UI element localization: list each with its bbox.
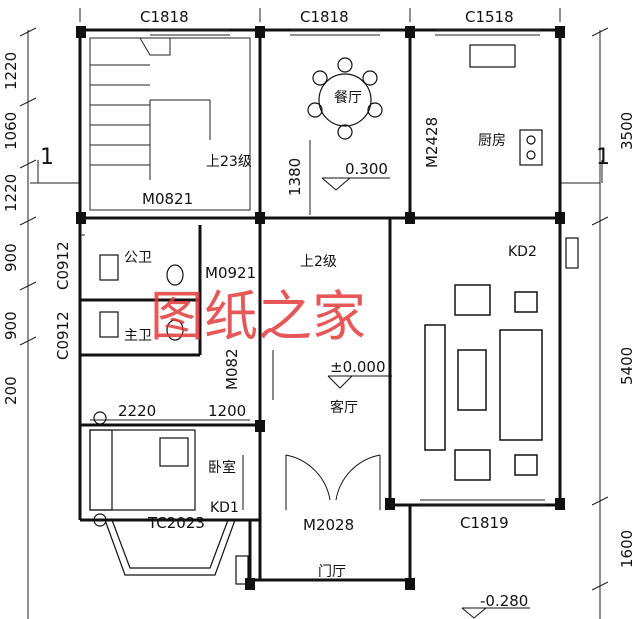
columns bbox=[76, 26, 565, 590]
window-label-c0912-b: C0912 bbox=[54, 311, 72, 360]
section-mark-left: 1 bbox=[40, 145, 54, 170]
kitchen-fixtures bbox=[469, 44, 543, 166]
windows bbox=[80, 29, 545, 506]
room-label-foyer: 门厅 bbox=[318, 564, 346, 580]
elevation-dining: 0.300 bbox=[345, 160, 388, 178]
dim-right-5400: 5400 bbox=[618, 347, 636, 385]
box-label-kd1: KD1 bbox=[210, 500, 239, 516]
dim-right-3500: 3500 bbox=[618, 112, 636, 150]
room-label-living: 客厅 bbox=[330, 399, 358, 416]
room-label-kitchen: 厨房 bbox=[478, 133, 506, 149]
elevation-marks bbox=[321, 177, 530, 619]
dimension-lines bbox=[19, 8, 609, 619]
window-label-c0912-a: C0912 bbox=[54, 241, 72, 290]
door-label-m2428: M2428 bbox=[423, 117, 441, 168]
window-label-top-mid: C1818 bbox=[300, 8, 349, 26]
room-label-master-wc: 主卫 bbox=[124, 328, 152, 344]
door-label-m082: M082 bbox=[223, 348, 241, 390]
box-label-kd2: KD2 bbox=[508, 244, 537, 260]
dim-left-1220-bot: 1220 bbox=[2, 174, 20, 212]
room-label-dining: 餐厅 bbox=[334, 90, 362, 106]
dim-2220: 2220 bbox=[118, 402, 156, 420]
bathroom-fixtures bbox=[99, 254, 184, 341]
dim-right-1600: 1600 bbox=[618, 530, 636, 568]
door-label-m2028: M2028 bbox=[303, 516, 354, 534]
window-label-top-left: C1818 bbox=[140, 8, 189, 26]
dim-1380: 1380 bbox=[286, 158, 304, 196]
dim-left-200: 200 bbox=[2, 376, 20, 405]
elevation-foyer: -0.280 bbox=[480, 592, 528, 610]
distribution-boxes bbox=[235, 237, 579, 585]
room-label-bedroom: 卧室 bbox=[208, 459, 236, 476]
dim-left-900-a: 900 bbox=[2, 243, 20, 272]
door-label-m0821: M0821 bbox=[142, 190, 193, 208]
window-label-tc2023: TC2023 bbox=[147, 514, 205, 532]
section-mark-right: 1 bbox=[596, 145, 610, 170]
window-label-c1819: C1819 bbox=[460, 514, 509, 532]
bay-window bbox=[104, 519, 236, 576]
sofa-set bbox=[424, 284, 543, 481]
watermark: 图纸之家 bbox=[150, 285, 366, 348]
stair-label-up2: 上2级 bbox=[300, 254, 337, 270]
doors bbox=[242, 350, 381, 510]
dining-table bbox=[307, 57, 383, 140]
stair-label-up23: 上23级 bbox=[206, 154, 252, 170]
bed bbox=[89, 411, 196, 527]
elevation-living: ±0.000 bbox=[330, 358, 386, 376]
dim-1200: 1200 bbox=[208, 402, 246, 420]
dim-left-1060: 1060 bbox=[2, 112, 20, 150]
door-label-m0921: M0921 bbox=[205, 264, 256, 282]
room-label-public-wc: 公卫 bbox=[124, 250, 152, 266]
window-label-top-right: C1518 bbox=[465, 8, 514, 26]
staircase bbox=[89, 37, 251, 211]
dim-left-1220-top: 1220 bbox=[2, 52, 20, 90]
dim-left-900-b: 900 bbox=[2, 311, 20, 340]
